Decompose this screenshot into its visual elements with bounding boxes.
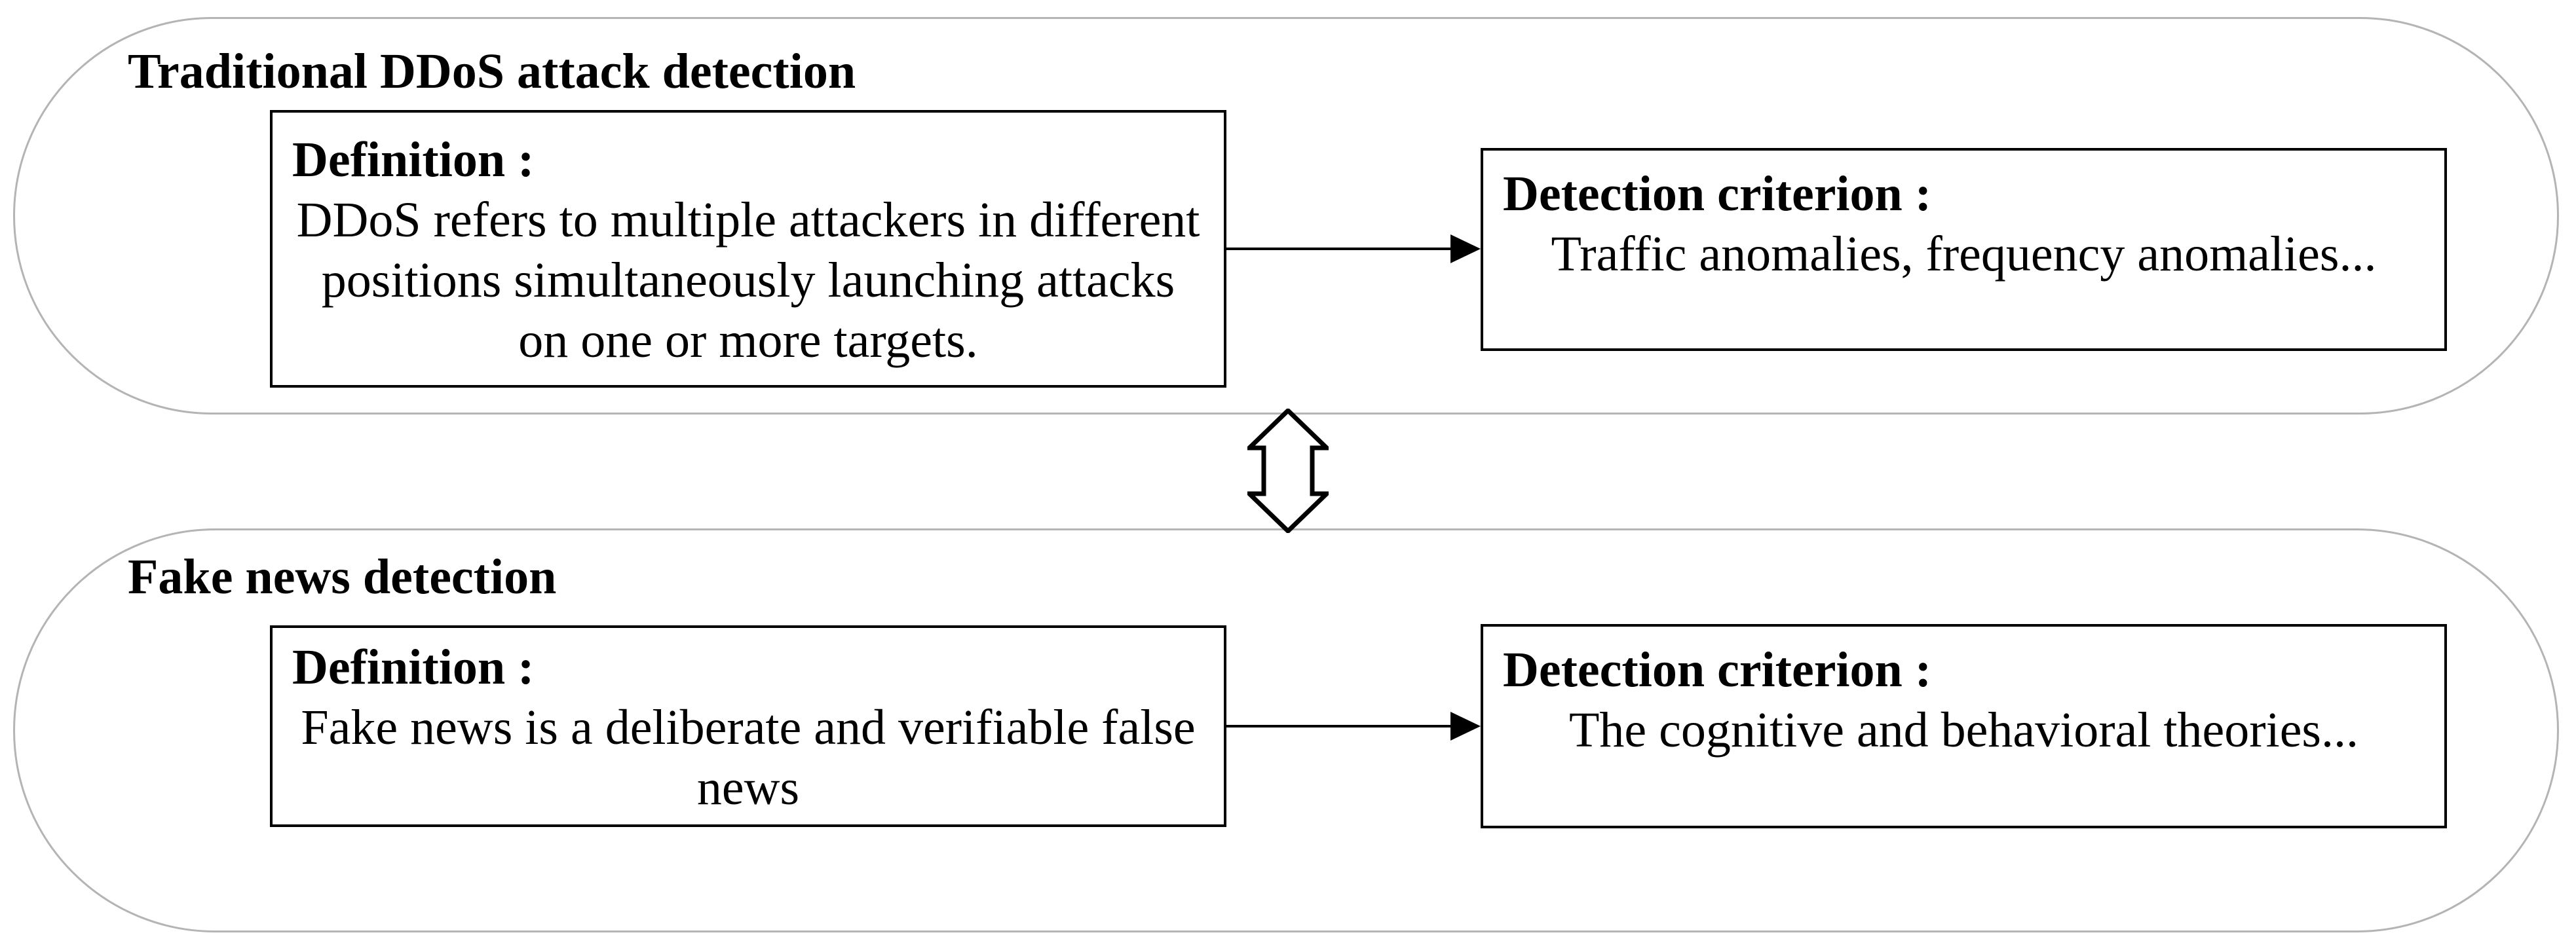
fake-news-criterion-box: Detection criterion : The cognitive and … (1481, 624, 2447, 828)
fake-news-definition-text: Fake news is a deliberate and verifiable… (301, 700, 1196, 815)
fake-news-title: Fake news detection (128, 549, 557, 604)
ddos-definition-label: Definition : (292, 132, 535, 187)
up-down-double-arrow-icon (1247, 409, 1329, 533)
fake-news-definition-label: Definition : (292, 640, 535, 695)
ddos-criterion-text: Traffic anomalies, frequency anomalies..… (1551, 227, 2377, 282)
ddos-definition-box: Definition : DDoS refers to multiple att… (270, 110, 1226, 388)
right-arrow-icon (1226, 712, 1481, 741)
fake-news-criterion-label: Detection criterion : (1503, 642, 1932, 697)
ddos-criterion-label: Detection criterion : (1503, 166, 1932, 221)
fake-news-definition-box: Definition : Fake news is a deliberate a… (270, 625, 1226, 827)
traditional-ddos-title: Traditional DDoS attack detection (128, 44, 856, 99)
fake-news-criterion-text: The cognitive and behavioral theories... (1568, 703, 2358, 758)
ddos-criterion-box: Detection criterion : Traffic anomalies,… (1481, 148, 2447, 351)
ddos-definition-text: DDoS refers to multiple attackers in dif… (296, 193, 1200, 368)
right-arrow-icon (1226, 234, 1481, 263)
